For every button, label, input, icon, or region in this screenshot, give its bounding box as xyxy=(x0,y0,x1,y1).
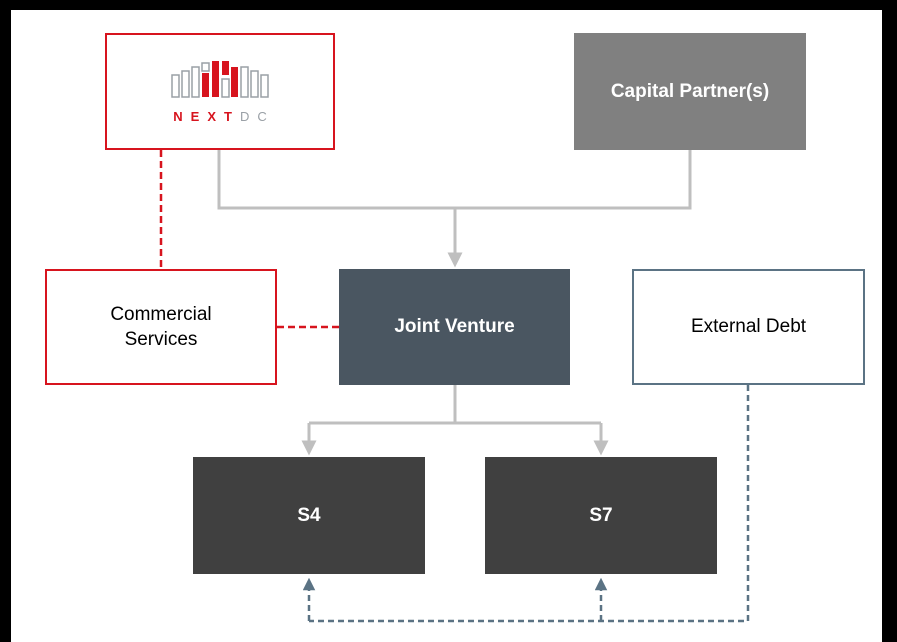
nextdc-wordmark: NEXTDC xyxy=(165,109,274,124)
joint-venture-label: Joint Venture xyxy=(394,316,515,337)
s7-node: S7 xyxy=(485,457,717,574)
commercial-services-node: Commercial Services xyxy=(45,269,277,385)
external-debt-label: External Debt xyxy=(690,316,807,337)
edge-nextdc-to-jv xyxy=(217,150,455,210)
nextdc-logo-icon xyxy=(171,61,269,98)
s4-node: S4 xyxy=(193,457,425,574)
wordmark-dc: DC xyxy=(239,109,275,124)
capital-partners-label: Capital Partner(s) xyxy=(610,80,770,102)
structure-diagram: NEXTDC Capital Partner(s) Commercial Ser… xyxy=(11,10,882,642)
external-debt-node: External Debt xyxy=(632,269,865,385)
edge-debt-to-s4-s7 xyxy=(309,385,750,623)
nextdc-node: NEXTDC xyxy=(105,33,335,150)
commercial-services-label: Commercial Services xyxy=(110,304,212,350)
connectors-layer xyxy=(159,150,750,623)
s7-label: S7 xyxy=(589,504,613,526)
s4-label: S4 xyxy=(297,504,321,526)
edge-capital-to-jv xyxy=(455,150,692,210)
wordmark-next: NEXT xyxy=(173,109,240,124)
joint-venture-node: Joint Venture xyxy=(339,269,570,385)
capital-partners-node: Capital Partner(s) xyxy=(574,33,806,150)
